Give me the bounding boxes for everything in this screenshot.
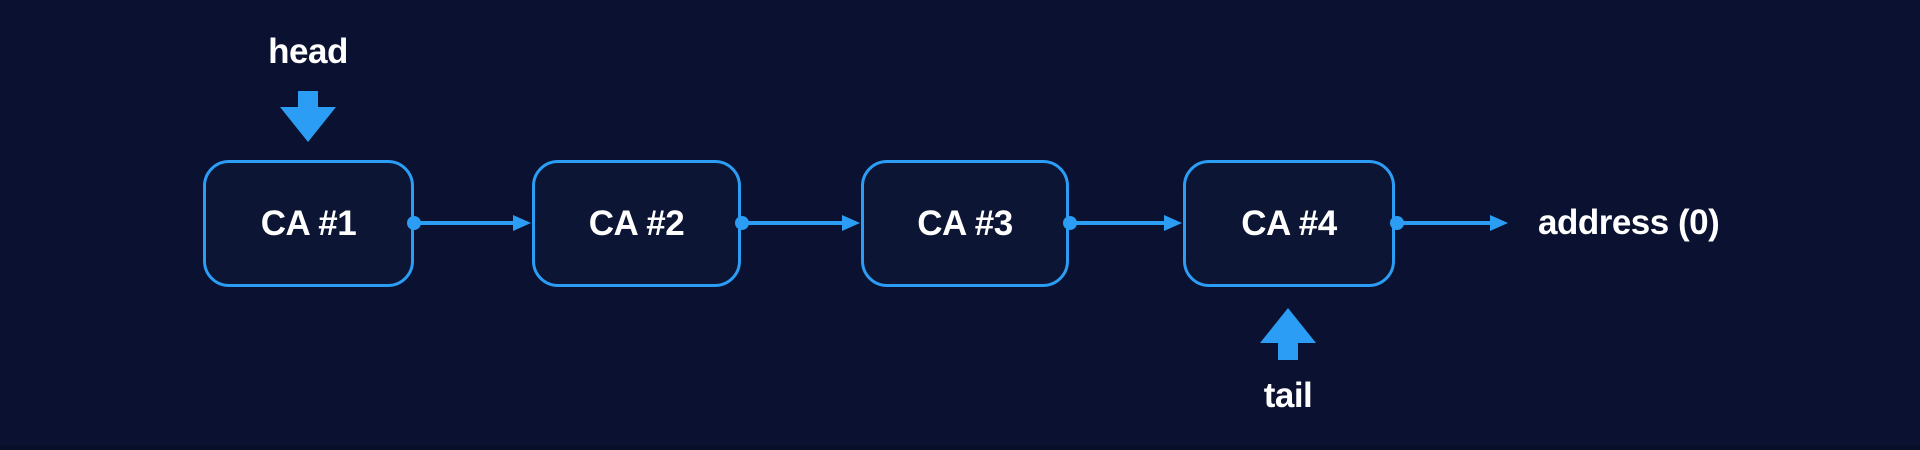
link-arrowhead-icon (842, 215, 860, 231)
tail-pointer-label: tail (1263, 376, 1313, 415)
head-arrow-down-icon (280, 91, 336, 142)
link-line (1070, 221, 1167, 225)
terminator-address-label: address (0) (1538, 203, 1720, 242)
node-ca-2-label: CA #2 (588, 203, 685, 243)
node-ca-4-label: CA #4 (1241, 203, 1337, 243)
node-ca-3-label: CA #3 (917, 203, 1013, 243)
link-line (414, 221, 516, 225)
node-ca-1-label: CA #1 (260, 203, 357, 243)
link-ca1-to-ca2 (407, 215, 531, 231)
link-ca2-to-ca3 (735, 215, 860, 231)
tail-arrow-up-icon (1260, 308, 1316, 360)
node-ca-2: CA #2 (532, 160, 741, 287)
bottom-edge (0, 445, 1920, 450)
node-ca-1: CA #1 (203, 160, 414, 287)
link-ca4-to-address (1390, 215, 1508, 231)
node-ca-4: CA #4 (1183, 160, 1395, 287)
link-ca3-to-ca4 (1063, 215, 1182, 231)
link-arrowhead-icon (1164, 215, 1182, 231)
head-pointer-label: head (268, 32, 348, 71)
node-ca-3: CA #3 (861, 160, 1069, 287)
link-arrowhead-icon (513, 215, 531, 231)
link-arrowhead-icon (1490, 215, 1508, 231)
link-line (742, 221, 845, 225)
link-line (1397, 221, 1493, 225)
